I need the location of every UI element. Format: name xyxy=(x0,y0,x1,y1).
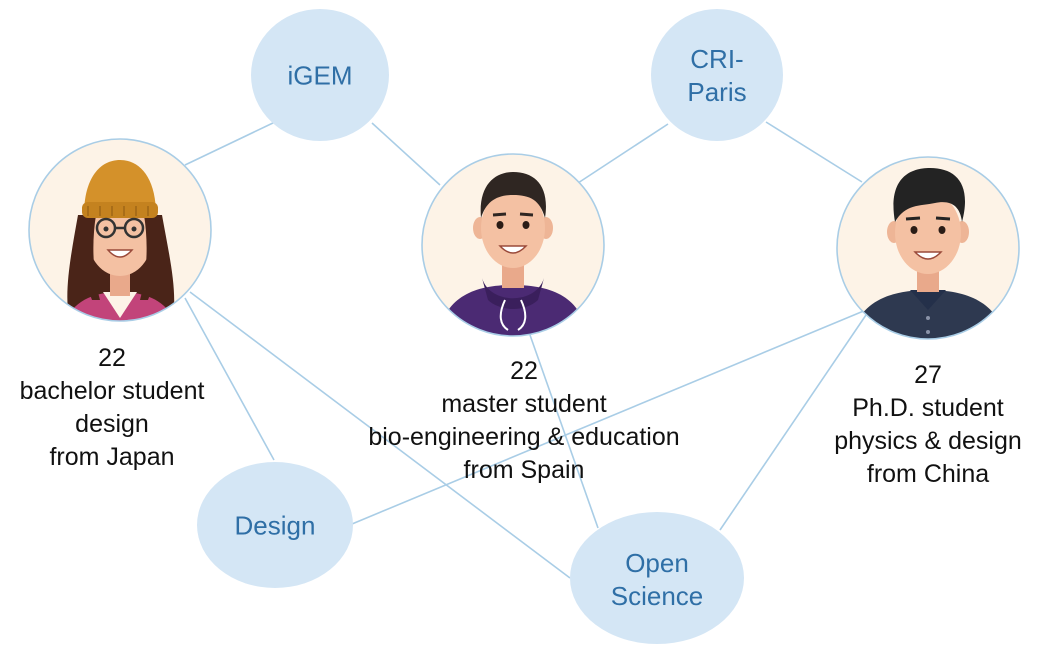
person-3-age: 27 xyxy=(914,361,942,389)
person-1-age: 22 xyxy=(98,344,126,372)
edge-p1-igem xyxy=(184,121,276,166)
person-2-field: bio-engineering & education xyxy=(368,423,680,451)
edge-igem-p2 xyxy=(371,122,441,186)
edge-p3-openscience xyxy=(719,314,867,531)
topic-cri-label-line2: Paris xyxy=(687,77,747,107)
topic-open-science: Open Science xyxy=(611,547,704,613)
person-1-origin: from Japan xyxy=(49,443,175,471)
topic-design: Design xyxy=(235,510,316,543)
topic-node-igem xyxy=(251,9,389,141)
person-3-origin: from China xyxy=(866,460,990,488)
person-3-field: physics & design xyxy=(834,427,1022,455)
edge-p1-openscience xyxy=(189,291,571,579)
person-1-info: 22 bachelor student design from Japan xyxy=(20,342,205,474)
person-1-field: design xyxy=(75,410,149,438)
topic-cri-paris: CRI- Paris xyxy=(687,43,746,109)
avatar-person-1 xyxy=(28,138,212,322)
topic-design-label: Design xyxy=(234,510,316,541)
topic-open-science-label-line1: Open xyxy=(625,548,689,578)
topic-igem: iGEM xyxy=(288,60,353,93)
topic-node-design xyxy=(197,462,353,588)
edge-p3-design xyxy=(351,309,867,525)
topic-node-open-science xyxy=(570,512,744,644)
topic-open-science-label-line2: Science xyxy=(610,581,704,611)
edge-p1-design xyxy=(184,297,275,461)
edges xyxy=(184,121,867,579)
avatar-person-2 xyxy=(421,153,605,337)
person-3-level: Ph.D. student xyxy=(852,394,1004,422)
avatar-person-3 xyxy=(836,156,1020,340)
topic-node-cri-paris xyxy=(651,9,783,141)
person-3-info: 27 Ph.D. student physics & design from C… xyxy=(834,359,1022,491)
edge-p2-cri xyxy=(577,123,669,184)
topic-igem-label: iGEM xyxy=(287,60,353,91)
person-2-level: master student xyxy=(441,390,607,418)
edge-cri-p3 xyxy=(765,121,863,183)
topic-cri-label-line1: CRI- xyxy=(690,44,744,74)
edge-p2-openscience xyxy=(529,334,599,529)
person-2-origin: from Spain xyxy=(463,456,585,484)
person-2-age: 22 xyxy=(510,357,538,385)
person-2-info: 22 master student bio-engineering & educ… xyxy=(368,355,679,487)
person-1-level: bachelor student xyxy=(19,377,205,405)
